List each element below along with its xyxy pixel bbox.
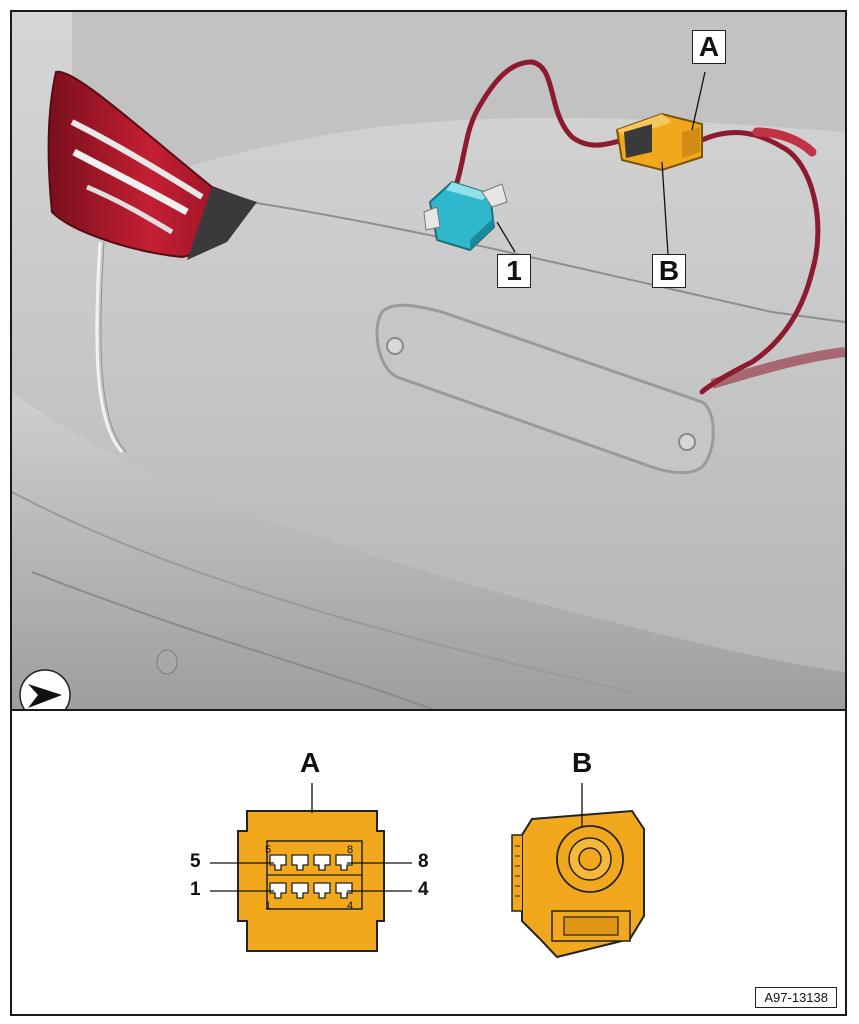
connector-B-title: B [572,747,593,778]
callout-1: 1 [497,254,531,288]
connector-A-face: 5 8 1 4 [210,783,412,952]
part-1-connector [423,180,508,252]
pin-label-5: 5 [190,851,201,872]
pin-label-4: 4 [418,879,429,900]
reference-code: A97-13138 [755,987,837,1008]
connector-A-title: A [300,747,321,778]
callout-B: B [652,254,686,288]
connector-detail-panel: 5 8 1 4 [12,711,845,1014]
part-AB-connector [615,112,703,172]
pin-label-8: 8 [418,851,429,872]
pin-inner-8: 8 [347,844,353,856]
connector-faces-illustration: 5 8 1 4 [210,783,645,959]
pin-inner-1: 1 [265,900,271,912]
connector-B-face [511,783,645,959]
figure-frame: A B 1 [10,10,847,1016]
pin-inner-4: 4 [347,900,353,912]
vehicle-rear-illustration [12,12,845,709]
pin-label-1: 1 [190,879,201,900]
vehicle-rear-scene: A B 1 [12,12,845,711]
pin-inner-5: 5 [265,844,271,856]
callout-A: A [692,30,726,64]
view-direction-arrow-icon [19,669,71,709]
